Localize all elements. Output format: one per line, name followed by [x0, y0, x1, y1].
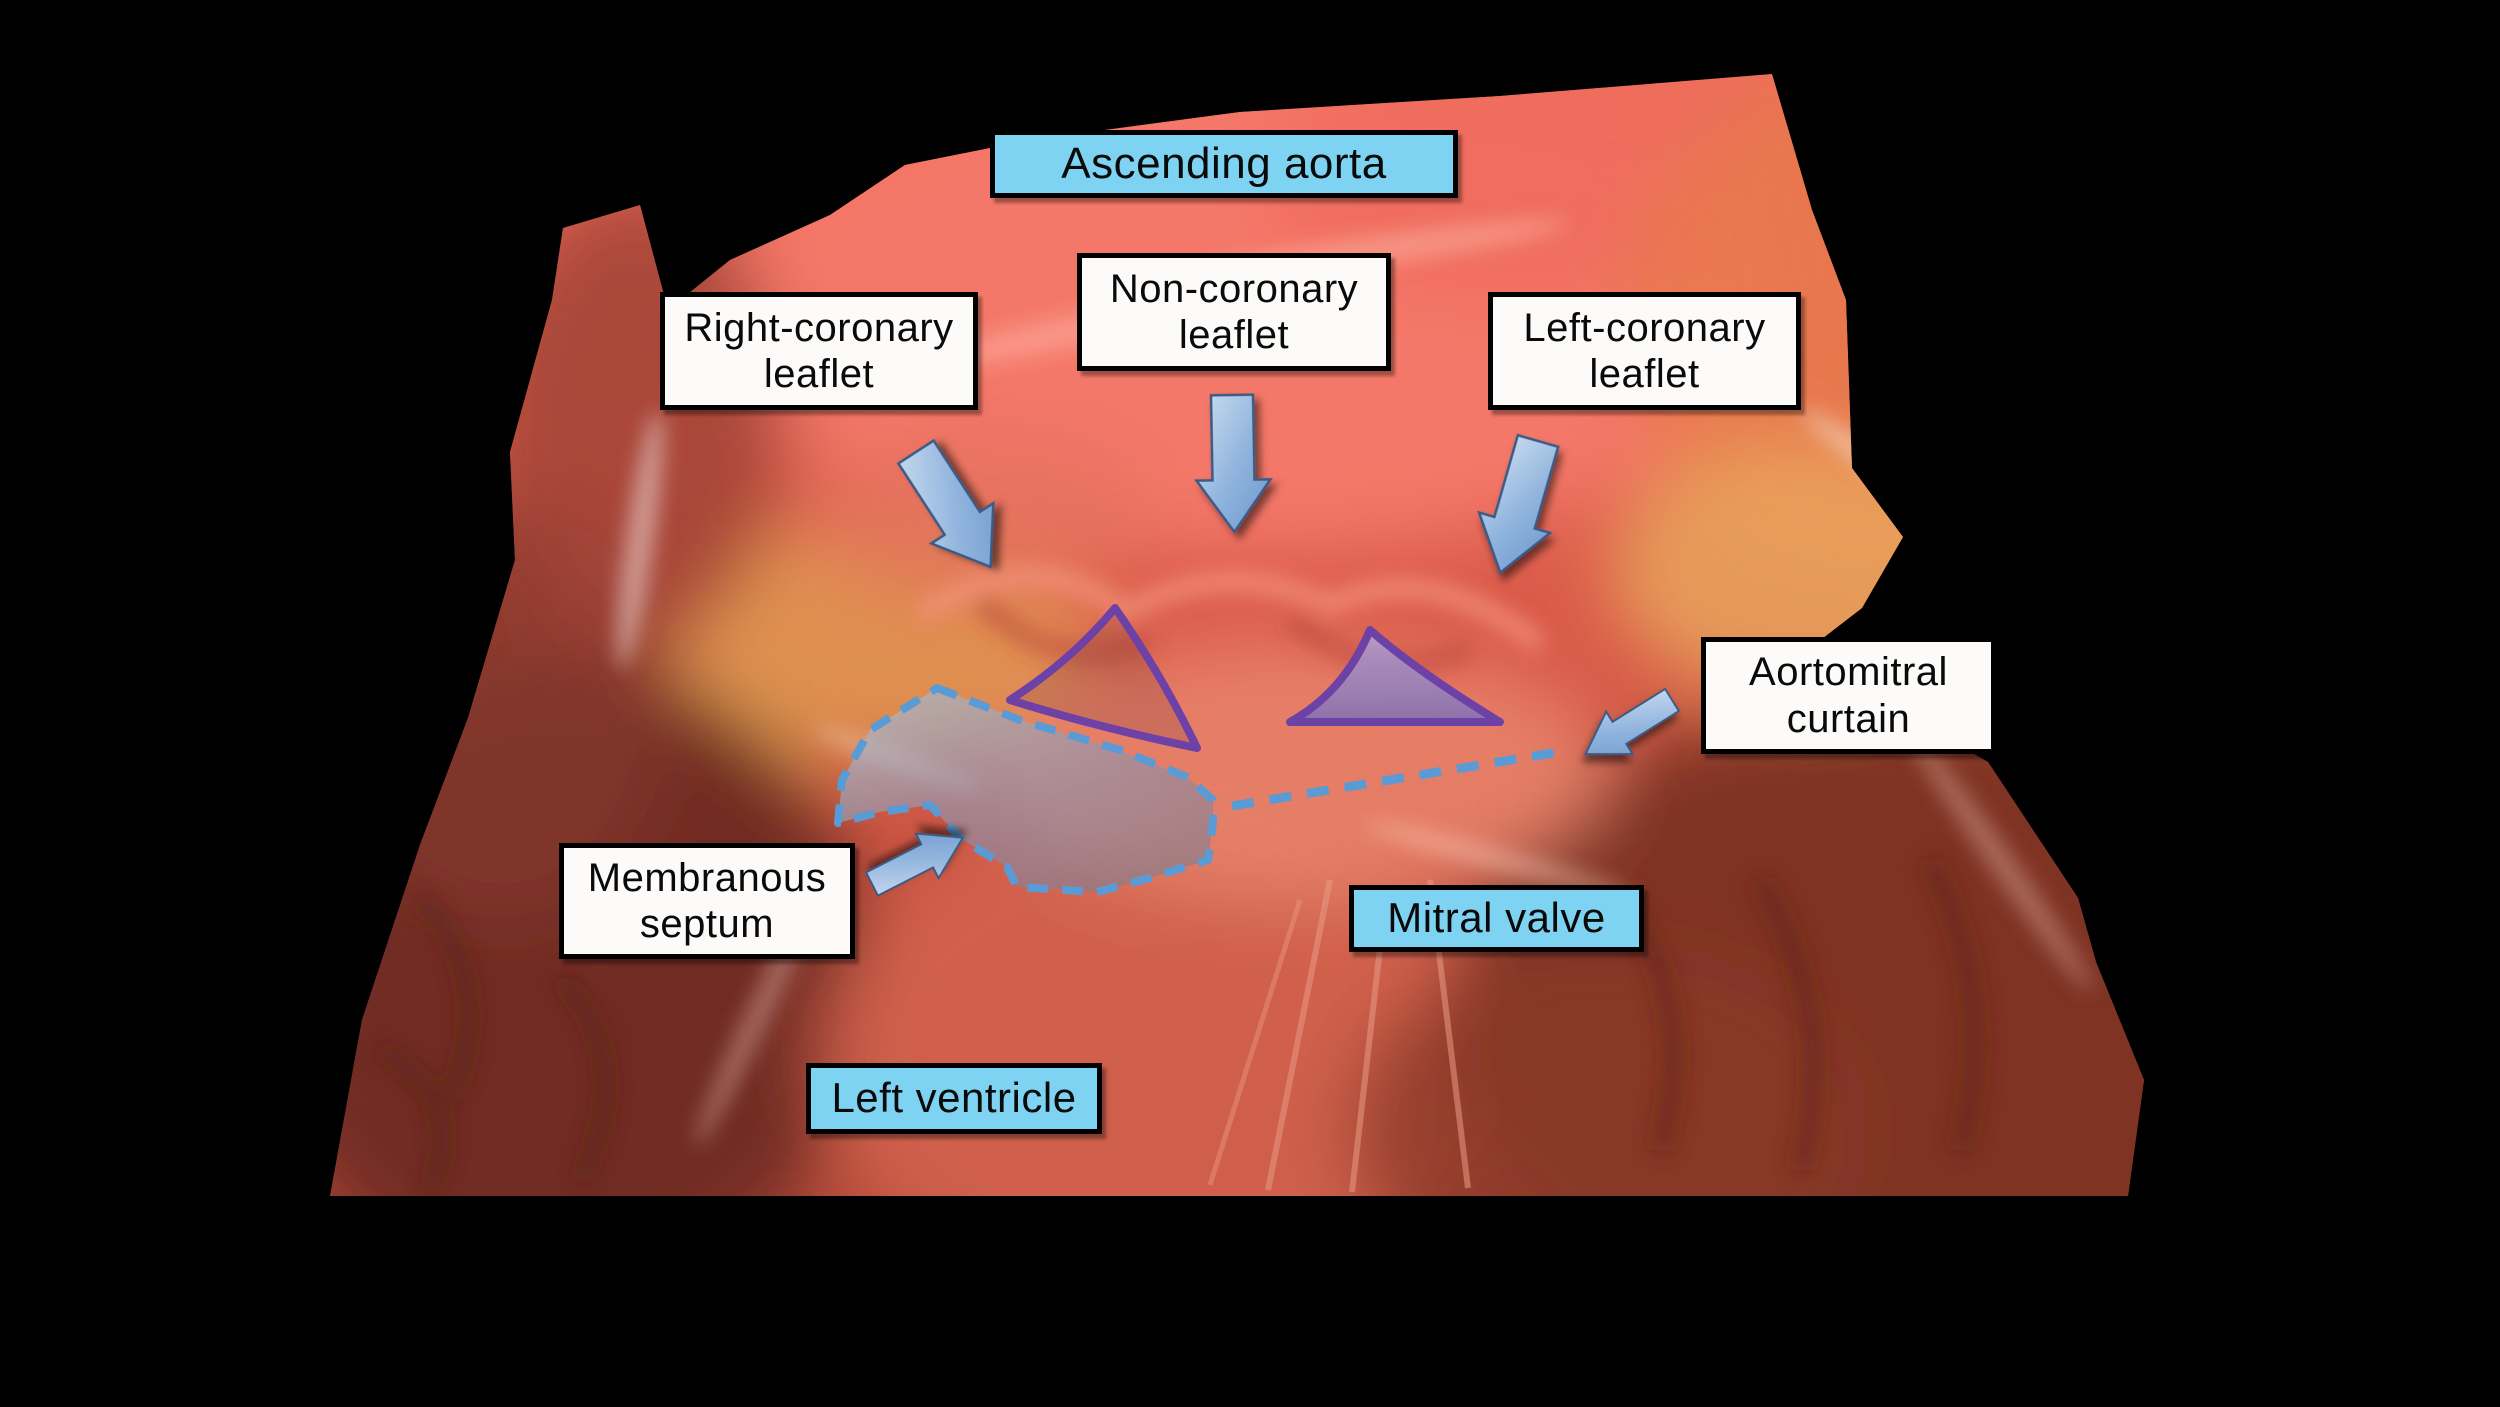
label-mitral-valve-text: Mitral valve [1387, 894, 1606, 942]
label-mitral-valve: Mitral valve [1349, 885, 1644, 952]
label-membranous-septum: Membranous septum [559, 843, 855, 959]
label-left-coronary-leaflet-text: Left-coronary leaflet [1523, 305, 1766, 396]
non-coronary-leaflet-arrow [1194, 393, 1273, 535]
label-ascending-aorta-text: Ascending aorta [1061, 139, 1387, 189]
label-aortomitral-curtain: Aortomitral curtain [1701, 637, 1996, 754]
left-coronary-leaflet-arrow [1477, 433, 1560, 575]
label-membranous-septum-text: Membranous septum [587, 855, 827, 946]
aortomitral-dashed-line [1231, 746, 1566, 811]
label-left-ventricle-text: Left ventricle [831, 1074, 1077, 1122]
label-ascending-aorta: Ascending aorta [990, 130, 1458, 198]
label-non-coronary-leaflet: Non-coronary leaflet [1077, 253, 1391, 371]
membranous-septum-outline [834, 684, 1217, 896]
interleaflet-triangle-outline [1006, 604, 1201, 752]
aortomitral-curtain-arrow [1583, 687, 1681, 756]
label-non-coronary-leaflet-text: Non-coronary leaflet [1109, 266, 1359, 357]
specimen-tissue-art [330, 74, 2144, 1196]
label-right-coronary-leaflet: Right-coronary leaflet [660, 292, 978, 410]
interleaflet-triangle-filled [1286, 626, 1504, 726]
label-aortomitral-curtain-text: Aortomitral curtain [1749, 650, 1948, 741]
membranous-septum-arrow [864, 832, 965, 897]
label-right-coronary-leaflet-text: Right-coronary leaflet [684, 305, 954, 396]
label-left-ventricle: Left ventricle [806, 1063, 1102, 1134]
label-left-coronary-leaflet: Left-coronary leaflet [1488, 292, 1801, 410]
right-coronary-leaflet-arrow [896, 438, 995, 569]
